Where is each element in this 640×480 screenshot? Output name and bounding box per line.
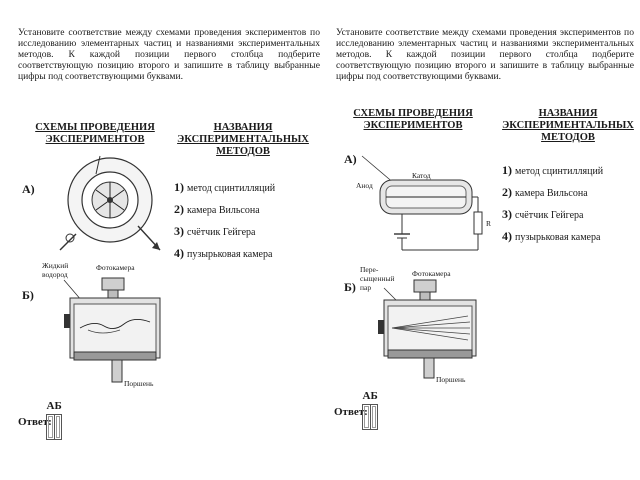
caption-camera: Фотокамера [96,263,135,272]
answer-cell-b[interactable] [369,404,379,430]
answer-label: Ответ: [334,406,368,418]
methods-heading: Названия экспериментальных методов [502,108,634,143]
caption-camera: Фотокамера [412,269,451,278]
method-item: 3)счётчик Гейгера [174,224,256,238]
scheme-a-label: А) [344,152,357,166]
answer-col-b: Б [54,400,62,412]
method-item: 3)счётчик Гейгера [502,207,584,221]
scheme-b-figure: Пере- сыщенный пар Фотокамера Поршень [360,265,477,384]
schemes-heading: Схемы проведения экспериментов [35,122,155,145]
task-panel-right: Установите соответствие между схемами пр… [330,0,640,480]
method-item: 2)камера Вильсона [174,202,260,216]
caption-liquid-1: Жидкий [42,261,68,270]
answer-cell-a[interactable] [46,414,55,440]
task-text: Установите соответствие между схемами пр… [18,27,320,82]
caption-piston: Поршень [436,375,466,384]
task-panel-left: Установите соответствие между схемами пр… [18,27,320,440]
scheme-b-label: Б) [344,280,356,294]
methods-list: 1)метод сцинтилляций 2)камера Вильсона 3… [174,180,275,268]
answer-table: А Б [46,398,63,440]
answer-cell-b[interactable] [53,414,63,440]
methods-list: 1)метод сцинтилляций 2)камера Вильсона 3… [502,163,603,251]
caption-vapor-1: Пере- [360,265,379,274]
scheme-b-figure: Жидкий водород Фотокамера Поршень [42,261,161,388]
caption-vapor-3: пар [360,283,371,292]
answer-label: Ответ: [18,416,52,428]
scheme-b-label: Б) [22,288,34,302]
scheme-a-figure [59,155,161,251]
method-item: 4)пузырьковая камера [174,246,273,260]
answer-col-a: А [46,400,55,412]
caption-r: R [486,219,491,228]
answer-col-b: Б [370,390,378,402]
method-item: 4)пузырьковая камера [502,229,601,243]
answer-cell-a[interactable] [362,404,371,430]
caption-cathode: Катод [412,171,431,180]
method-item: 2)камера Вильсона [502,185,588,199]
scheme-a-figure: Анод Катод R [356,155,491,251]
scheme-a-label: А) [22,182,35,196]
answer-col-a: А [362,390,371,402]
methods-heading: Названия экспериментальных методов [177,122,309,157]
method-item: 1)метод сцинтилляций [174,180,276,194]
schemes-heading: Схемы проведения экспериментов [353,108,473,131]
answer-table: А Б [362,388,379,430]
caption-vapor-2: сыщенный [360,274,395,283]
method-item: 1)метод сцинтилляций [502,163,604,177]
caption-anode: Анод [356,181,373,190]
task-text: Установите соответствие между схемами пр… [336,27,634,82]
caption-liquid-2: водород [42,270,68,279]
caption-piston: Поршень [124,379,154,388]
